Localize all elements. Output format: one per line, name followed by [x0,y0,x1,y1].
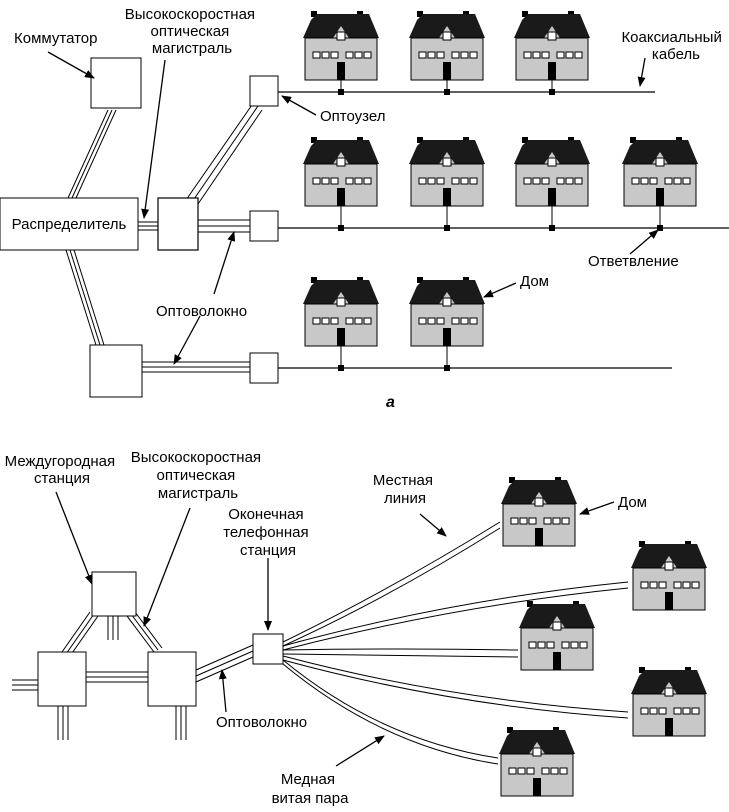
drops-a [340,80,661,368]
switch-label: Коммутатор [14,30,97,47]
house-icon [498,726,576,797]
house-icon [500,476,578,547]
house-icon [302,136,380,207]
distributor-box [0,197,139,251]
diagram-a-caption: а [386,394,395,411]
fiber-label-a: Оптоволокно [156,303,247,320]
optonode-label: Оптоузел [320,108,385,125]
switch-box [90,57,142,109]
house-icon [302,10,380,81]
arrows-a [47,51,659,365]
twisted-pairs [282,521,629,765]
coax-label: Коаксиальный кабель [621,29,726,63]
houses-row-3 [302,276,486,347]
house-icon [302,276,380,347]
distributor-label: Распределитель [12,216,127,233]
toll-office-box [91,571,137,617]
taps-a [338,89,663,371]
toll-office-label: Междугородная станция [5,453,120,487]
arrows-b [55,491,615,767]
houses-b [498,476,708,797]
tap-label: Ответвление [588,253,679,270]
end-office-label: Оконечная телефонная станция [223,506,313,559]
house-label-a: Дом [520,273,549,290]
house-icon [621,136,699,207]
toll-office-box-left [37,651,87,707]
end-office-box [252,633,284,665]
optonode-box-1 [249,75,279,107]
fiber-links-b [12,607,254,740]
backbone-label-b: Высокоскоростная оптическая магистраль [131,449,265,502]
backbone-label-a: Высокоскоростная оптическая магистраль [125,6,259,57]
house-icon [518,600,596,671]
house-icon [513,136,591,207]
houses-row-2 [302,136,699,207]
toll-office-box-right [147,651,197,707]
house-icon [408,136,486,207]
house-icon [513,10,591,81]
local-loop-label: Местная линия [373,472,437,507]
copper-label: Медная витая пара [272,771,349,807]
headend-box [157,197,199,251]
optonode-box-3 [249,352,279,384]
house-label-b: Дом [618,494,647,511]
houses-row-1 [302,10,591,81]
distribution-box [89,344,143,398]
fiber-label-b: Оптоволокно [216,714,307,731]
optonode-box-2 [249,210,279,242]
house-icon [408,276,486,347]
house-icon [630,540,708,611]
fiber-links-a [65,101,263,373]
house-icon [630,666,708,737]
house-icon [408,10,486,81]
